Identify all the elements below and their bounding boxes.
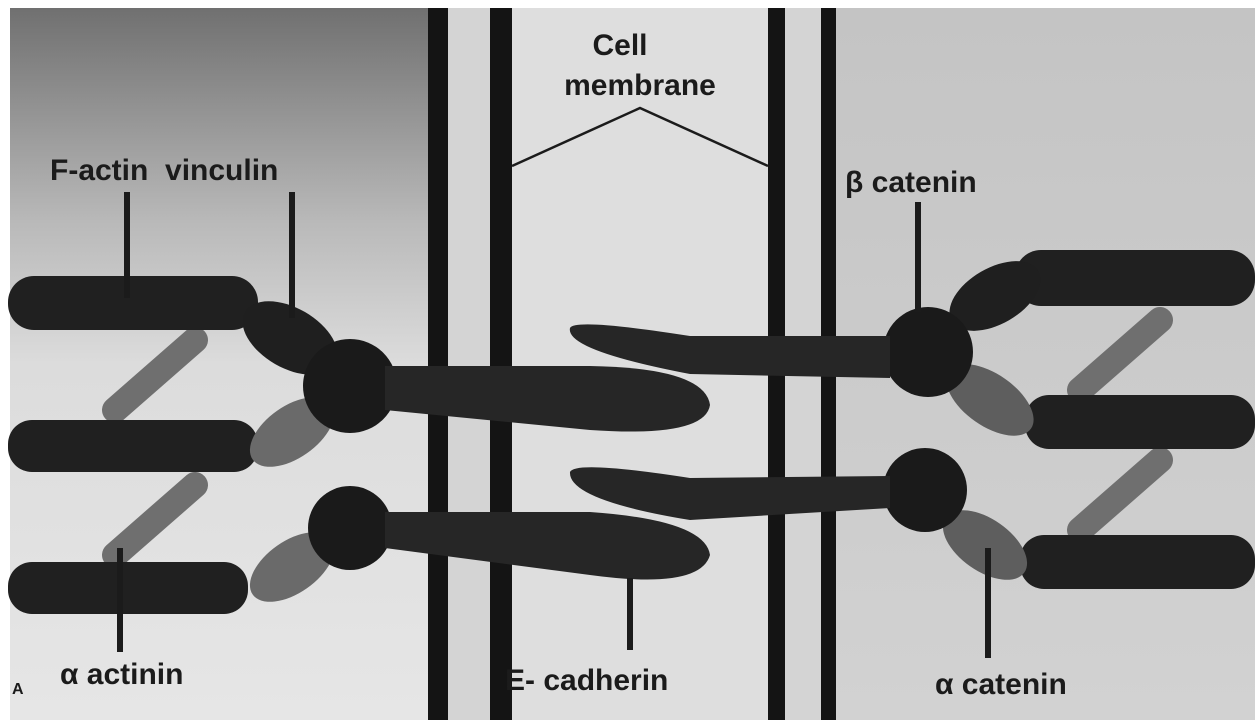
e-cadherin-label: E- cadherin xyxy=(505,664,668,697)
cell-membrane-label-line2: membrane xyxy=(564,69,716,102)
actin-filament xyxy=(8,562,248,614)
actin-filament xyxy=(1020,535,1255,589)
left-membrane-outer xyxy=(428,8,448,720)
alpha-catenin-label: α catenin xyxy=(935,668,1067,701)
actin-filament xyxy=(1015,250,1255,306)
f-actin-filaments-left xyxy=(8,276,258,614)
beta-catenin-label: β catenin xyxy=(845,166,977,199)
actin-filament xyxy=(8,420,258,472)
panel-letter: A xyxy=(12,681,24,698)
actin-filament xyxy=(8,276,258,330)
f-actin-filaments-right xyxy=(1015,250,1255,589)
cell-membrane-label-line1: Cell xyxy=(592,29,647,62)
f-actin-vinculin-label: F-actin vinculin xyxy=(50,154,278,187)
alpha-actinin-label: α actinin xyxy=(60,658,183,691)
left-membrane-inner xyxy=(490,8,512,720)
actin-filament xyxy=(1025,395,1255,449)
